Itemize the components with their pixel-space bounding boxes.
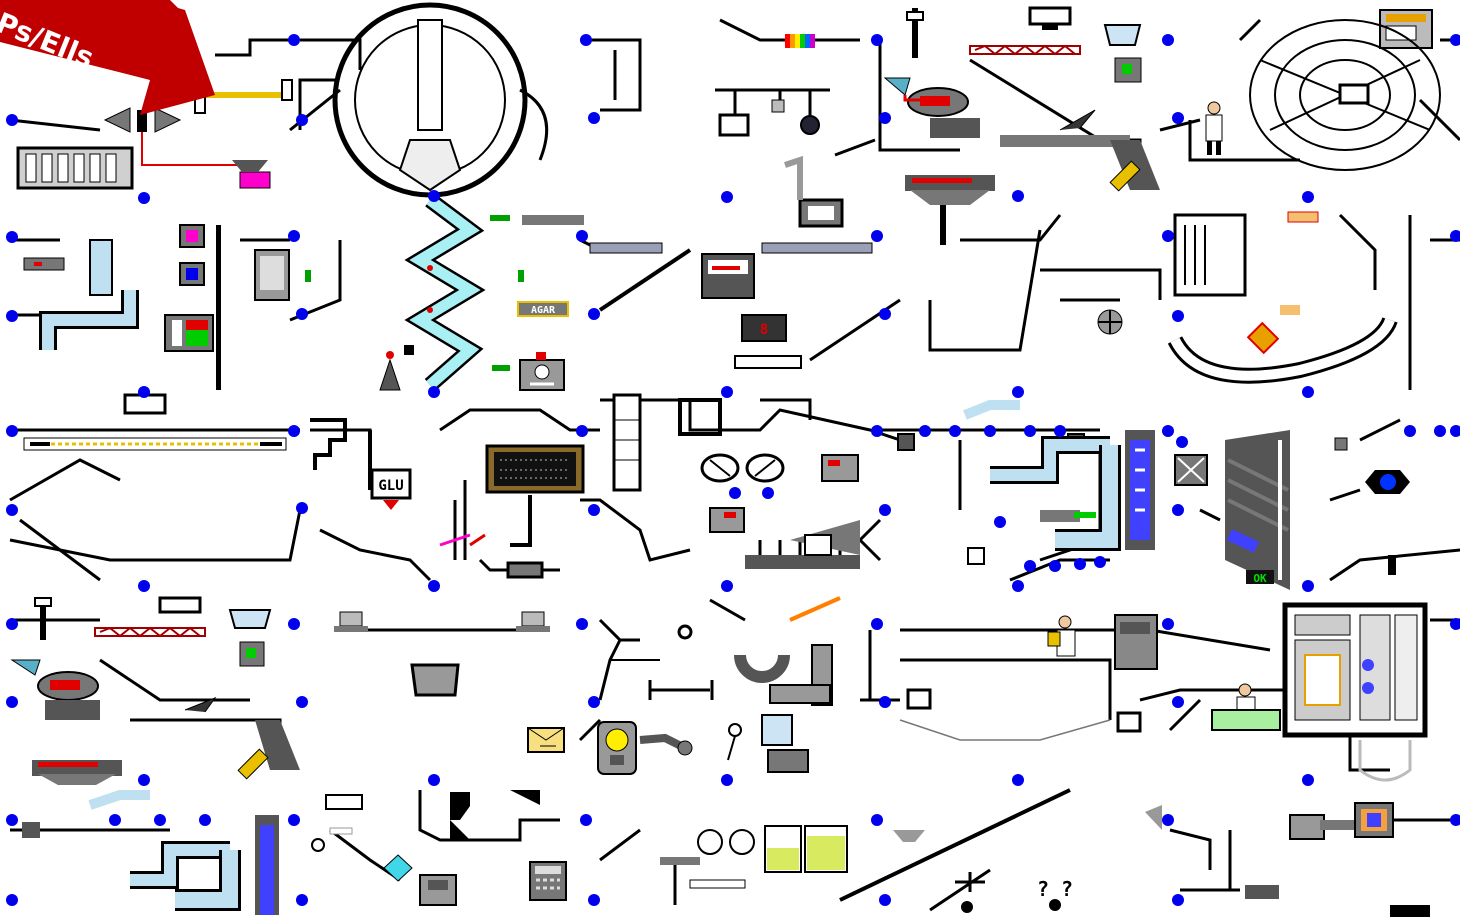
connection-nodes bbox=[6, 34, 1460, 906]
valve-group-icon bbox=[610, 624, 714, 700]
blue-port-icon bbox=[1334, 437, 1410, 575]
condenser-icon bbox=[761, 644, 833, 773]
monitor-icon bbox=[1028, 6, 1433, 49]
document-icon bbox=[527, 727, 565, 753]
valve-icon bbox=[103, 79, 293, 189]
battery-rack-icon bbox=[16, 146, 134, 190]
zigzag-coil-icon bbox=[404, 193, 486, 392]
agar-label-icon: AGAR bbox=[517, 301, 569, 317]
flask-icon bbox=[1103, 24, 1142, 83]
worker-icon bbox=[1188, 101, 1300, 162]
column-icon bbox=[612, 393, 722, 492]
counter-value: 8 bbox=[760, 322, 768, 338]
skull-warning-icon bbox=[519, 352, 565, 391]
banner-label: Ps/Ells bbox=[0, 6, 99, 75]
computer-pair-icon bbox=[334, 611, 550, 632]
centrifuge-ring-icon bbox=[298, 2, 549, 198]
cabinet-icon bbox=[1282, 602, 1428, 782]
crystal-icon bbox=[383, 854, 457, 906]
question-label: ? ? bbox=[1037, 877, 1073, 901]
rainbow-bar-icon bbox=[785, 34, 815, 48]
counter-display-icon: 8 bbox=[734, 314, 802, 369]
staircase-icon bbox=[310, 418, 372, 490]
ok-indicator: OK bbox=[1253, 572, 1267, 585]
tank-icon bbox=[897, 400, 1155, 565]
divider-bars-icon bbox=[490, 215, 873, 371]
grille-icon bbox=[1174, 454, 1208, 486]
filter-rack-icon bbox=[745, 520, 860, 569]
meter-box-icon bbox=[709, 454, 859, 533]
glu-tank-icon: GLU bbox=[370, 468, 412, 510]
microscope-icon bbox=[379, 345, 414, 391]
pipe-icon bbox=[784, 8, 995, 245]
triple-meter-icon bbox=[660, 829, 755, 905]
lab-stand-icon bbox=[439, 480, 544, 579]
hanging-rack-icon bbox=[715, 88, 830, 137]
tube-icon bbox=[23, 239, 139, 350]
workbench-icon bbox=[930, 109, 1160, 192]
beaker-pair-icon bbox=[764, 825, 925, 873]
small-boxes-icon bbox=[906, 688, 1142, 733]
spiral-track-icon bbox=[1249, 19, 1441, 171]
lightbulb-device-icon bbox=[597, 721, 742, 775]
gauge-icon bbox=[883, 77, 969, 117]
row4-left-group bbox=[10, 596, 300, 785]
fan-icon bbox=[1097, 309, 1123, 335]
question-marks-icon: ? ? bbox=[955, 872, 1073, 913]
horseshoe-magnet-icon bbox=[734, 596, 841, 683]
row5-left-tank-icon bbox=[22, 790, 279, 915]
arrow-banner: Ps/Ells bbox=[0, 0, 240, 130]
keypad-icon bbox=[529, 861, 567, 901]
agar-label: AGAR bbox=[531, 305, 556, 316]
track-dashed-icon bbox=[23, 437, 287, 451]
tower-icon: OK bbox=[1225, 430, 1290, 590]
hand-icon bbox=[701, 253, 755, 299]
glu-label: GLU bbox=[378, 478, 403, 494]
screen-static-icon bbox=[485, 444, 585, 547]
lightbulb-icon bbox=[311, 794, 363, 852]
row5-right-group bbox=[1145, 802, 1430, 917]
arrow-banner-icon bbox=[0, 0, 215, 115]
machinery-icon bbox=[1167, 211, 1412, 390]
double-meter-icon bbox=[700, 453, 785, 483]
control-panel-icon bbox=[123, 224, 311, 415]
conveyor-icon bbox=[969, 44, 1081, 56]
scientist-icon bbox=[1047, 614, 1281, 731]
bucket-icon bbox=[410, 663, 460, 697]
corner-blocks-icon bbox=[450, 790, 540, 840]
